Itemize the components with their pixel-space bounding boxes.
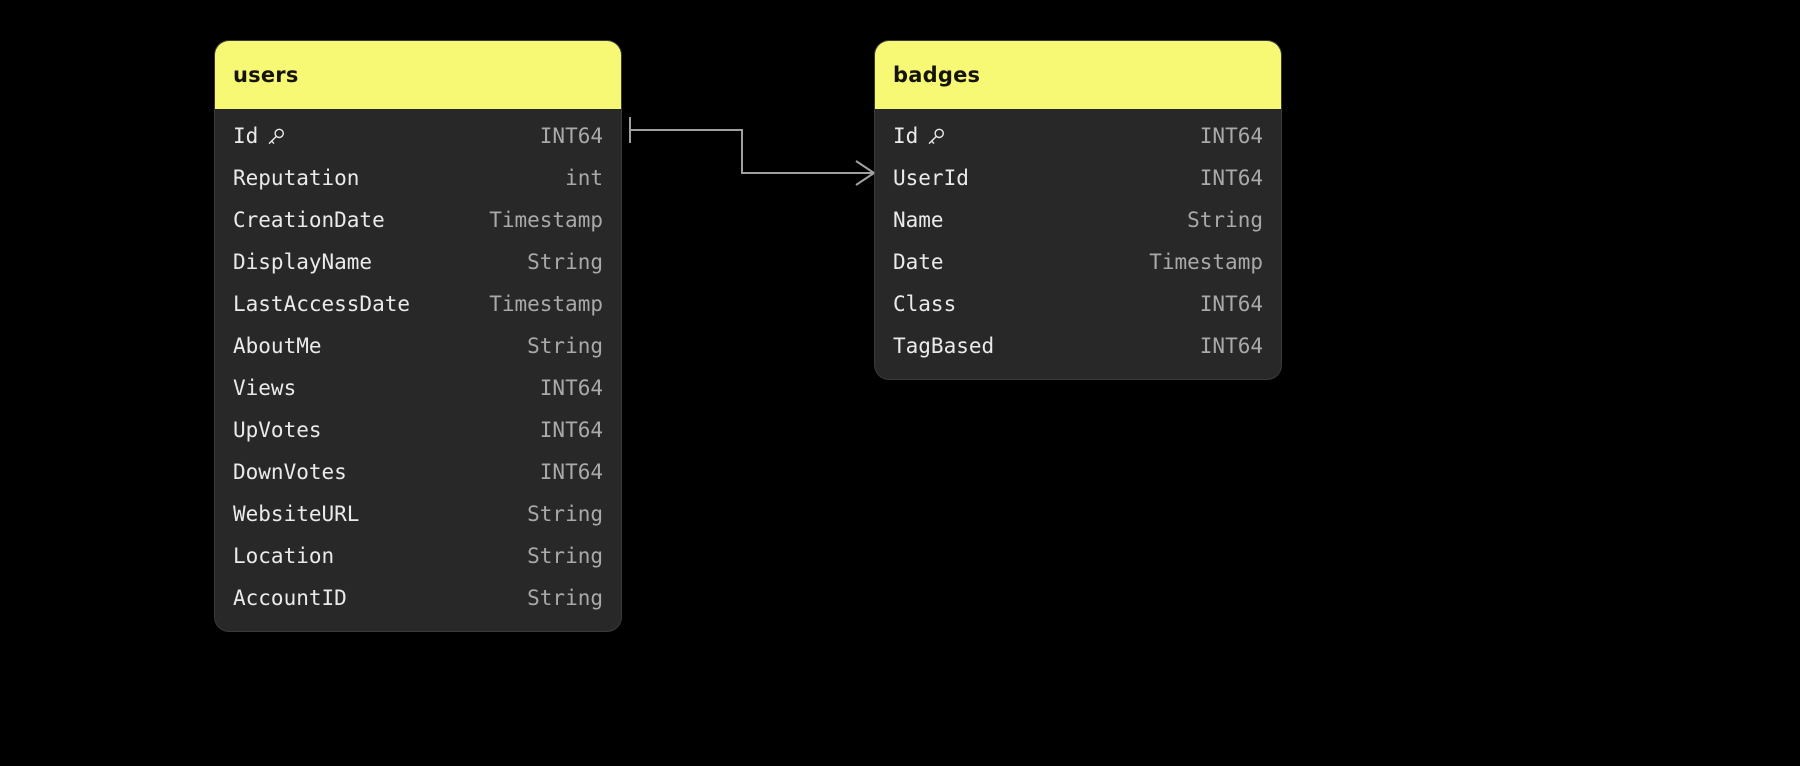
field-type: String [527,502,603,526]
field-type: Timestamp [1149,250,1263,274]
field-row[interactable]: UpVotes INT64 [215,409,621,451]
key-icon [266,127,286,147]
field-type: INT64 [1199,334,1263,358]
field-type: INT64 [539,124,603,148]
field-name-cell: Reputation [233,166,359,190]
field-name-cell: DisplayName [233,250,372,274]
field-row[interactable]: Location String [215,535,621,577]
field-name: Views [233,376,297,400]
field-row[interactable]: WebsiteURL String [215,493,621,535]
field-type: int [565,166,603,190]
field-type: Timestamp [489,208,603,232]
field-name: TagBased [893,334,995,358]
field-row[interactable]: LastAccessDate Timestamp [215,283,621,325]
field-type: INT64 [539,460,603,484]
field-name: Reputation [233,166,360,190]
field-row[interactable]: Id INT64 [215,115,621,157]
field-row[interactable]: Class INT64 [875,283,1281,325]
field-name-cell: Name [893,208,944,232]
table-header-users: users [215,41,621,109]
field-name: Id [233,124,259,148]
field-name-cell: Views [233,376,296,400]
field-row[interactable]: TagBased INT64 [875,325,1281,367]
field-row[interactable]: Reputation int [215,157,621,199]
field-name: UserId [893,166,969,190]
field-name: Location [233,544,335,568]
field-type: INT64 [539,418,603,442]
field-row[interactable]: Id INT64 [875,115,1281,157]
field-row[interactable]: AccountID String [215,577,621,619]
field-name-cell: AccountID [233,586,347,610]
field-type: INT64 [539,376,603,400]
field-row[interactable]: Name String [875,199,1281,241]
field-name-cell: DownVotes [233,460,347,484]
field-name-cell: AboutMe [233,334,322,358]
field-type: String [527,334,603,358]
field-name: Date [893,250,944,274]
field-name: AboutMe [233,334,322,358]
field-name: DisplayName [233,250,373,274]
field-row[interactable]: UserId INT64 [875,157,1281,199]
field-name-cell: TagBased [893,334,994,358]
field-name-cell: Id [233,124,286,148]
field-name: DownVotes [233,460,347,484]
field-name-cell: WebsiteURL [233,502,359,526]
field-name: LastAccessDate [233,292,411,316]
field-name: CreationDate [233,208,385,232]
field-type: Timestamp [489,292,603,316]
field-name: AccountID [233,586,347,610]
field-row[interactable]: DisplayName String [215,241,621,283]
field-row[interactable]: Date Timestamp [875,241,1281,283]
field-row[interactable]: Views INT64 [215,367,621,409]
field-name-cell: Class [893,292,956,316]
field-name: Id [893,124,919,148]
field-name-cell: Date [893,250,944,274]
field-row[interactable]: DownVotes INT64 [215,451,621,493]
field-type: String [527,544,603,568]
field-type: INT64 [1199,166,1263,190]
field-type: String [527,250,603,274]
key-icon [926,127,946,147]
cardinality-many-marker [852,160,875,186]
field-name-cell: UserId [893,166,969,190]
field-name: WebsiteURL [233,502,360,526]
field-name-cell: Location [233,544,334,568]
field-name: Class [893,292,957,316]
field-type: String [1187,208,1263,232]
field-name: Name [893,208,944,232]
connector-path [630,129,866,174]
field-name: UpVotes [233,418,322,442]
field-type: String [527,586,603,610]
field-row[interactable]: CreationDate Timestamp [215,199,621,241]
field-name-cell: CreationDate [233,208,385,232]
field-name-cell: UpVotes [233,418,322,442]
field-name-cell: LastAccessDate [233,292,410,316]
table-header-badges: badges [875,41,1281,109]
field-type: INT64 [1199,292,1263,316]
field-name-cell: Id [893,124,946,148]
field-type: INT64 [1199,124,1263,148]
field-row[interactable]: AboutMe String [215,325,621,367]
